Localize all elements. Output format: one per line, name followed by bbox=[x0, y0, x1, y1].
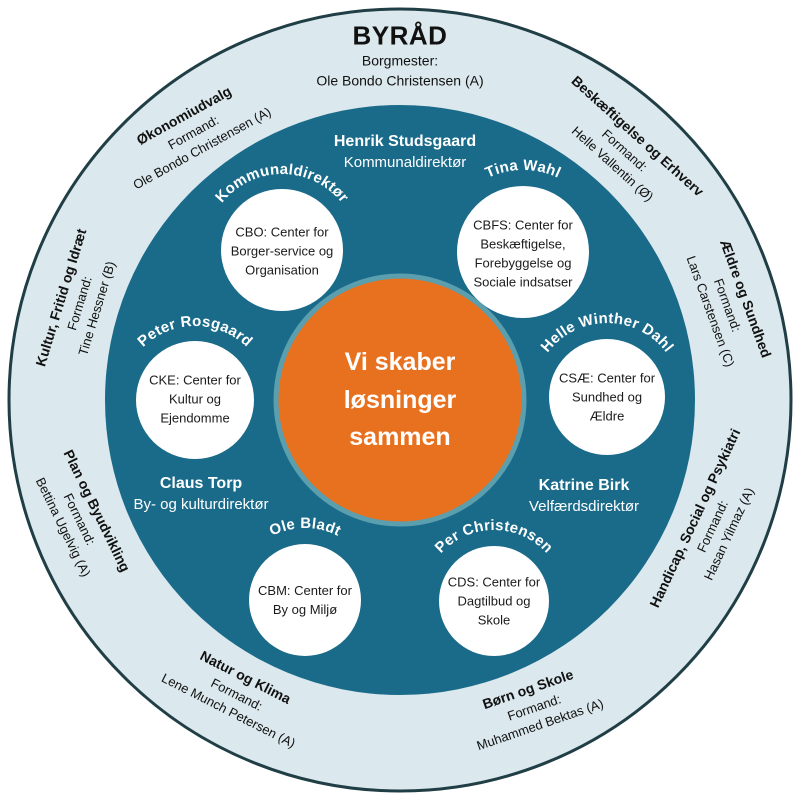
director-name: Katrine Birk bbox=[538, 477, 630, 495]
center-text-cke: CKE: Center for Kultur og Ejendomme bbox=[149, 372, 241, 426]
motto-text: Vi skaber løsninger sammen bbox=[343, 347, 457, 451]
director-title: Kommunaldirektør bbox=[343, 153, 467, 171]
center-motto-circle bbox=[273, 273, 527, 527]
center-text-cbm: CBM: Center for By og Miljø bbox=[258, 583, 352, 617]
circle-cds bbox=[439, 546, 549, 656]
circle-cke bbox=[136, 341, 254, 459]
director-katrine-birk: Katrine Birk Velfærdsdirektør bbox=[474, 475, 694, 517]
byraad-title: BYRÅD bbox=[352, 20, 448, 51]
circle-csae bbox=[549, 339, 665, 455]
director-name: Claus Torp bbox=[159, 475, 243, 493]
circle-cbo bbox=[221, 189, 343, 311]
center-text-cds: CDS: Center for Dagtilbud og Skole bbox=[447, 574, 541, 628]
center-text-csae: CSÆ: Center for Sundhed og Ældre bbox=[558, 370, 656, 424]
director-title: Velfærdsdirektør bbox=[528, 497, 640, 515]
director-henrik-studsgaard: Henrik Studsgaard Kommunaldirektør bbox=[295, 131, 515, 173]
director-claus-torp: Claus Torp By- og kulturdirektør bbox=[91, 473, 311, 515]
circle-cbfs bbox=[457, 186, 589, 318]
director-name: Henrik Studsgaard bbox=[333, 133, 477, 151]
director-title: By- og kulturdirektør bbox=[133, 495, 269, 513]
byraad-block: BYRÅD Borgmester: Ole Bondo Christensen … bbox=[250, 21, 550, 90]
circle-cbm bbox=[249, 544, 361, 656]
center-text-cbo: CBO: Center for Borger-service og Organi… bbox=[230, 224, 334, 278]
center-text-cbfs: CBFS: Center for Beskæftigelse, Forebygg… bbox=[473, 217, 573, 289]
byraad-role: Borgmester: bbox=[361, 52, 439, 68]
byraad-mayor-name: Ole Bondo Christensen (A) bbox=[316, 72, 484, 89]
